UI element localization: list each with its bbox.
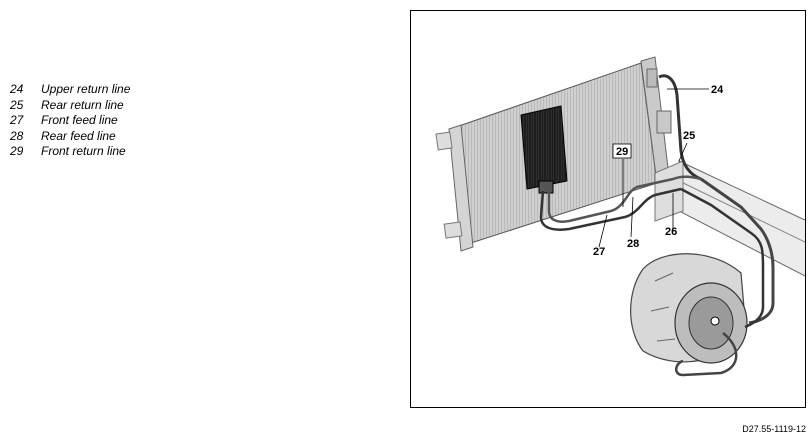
legend-label: Upper return line [41,82,131,96]
diagram-drawing: 24 25 26 27 28 29 [435,56,805,377]
transmission-oil-cooler [520,105,568,194]
rear-feed-line [680,187,765,329]
legend-number: 25 [10,97,24,112]
front-feed-line [539,187,682,231]
legend-number: 27 [10,113,24,128]
callout-24: 24 [711,84,724,96]
figure-reference-code: D27.55-1119-12 [742,424,806,434]
transmission-line-loop [675,332,738,377]
callout-29-box [612,143,632,159]
transmission-housing [630,253,748,364]
leader-lines [598,88,709,248]
rear-return-line [700,177,775,325]
legend-item: 24 Upper return line [10,82,130,98]
parts-legend: 24 Upper return line 25 Rear return line… [10,82,130,160]
transmission-oil-line-diagram: 24 25 26 27 28 29 [410,10,806,408]
callout-27: 27 [593,246,605,258]
legend-label: Rear return line [41,97,124,112]
front-return-line [547,175,702,223]
legend-label: Front feed line [41,113,118,128]
legend-item: 28 Rear feed line [10,129,130,145]
legend-label: Front return line [41,144,126,159]
callout-25: 25 [683,130,695,142]
legend-item: 25 Rear return line [10,98,130,114]
legend-label: Rear feed line [41,128,116,143]
callout-29: 29 [616,146,628,158]
upper-return-line [658,74,702,181]
legend-number: 28 [10,128,24,143]
legend-item: 29 Front return line [10,144,130,160]
side-member [654,160,805,277]
legend-number: 29 [10,144,24,159]
callout-26: 26 [665,226,677,238]
legend-item: 27 Front feed line [10,113,130,129]
callout-28: 28 [627,238,639,250]
legend-number: 24 [10,82,24,96]
